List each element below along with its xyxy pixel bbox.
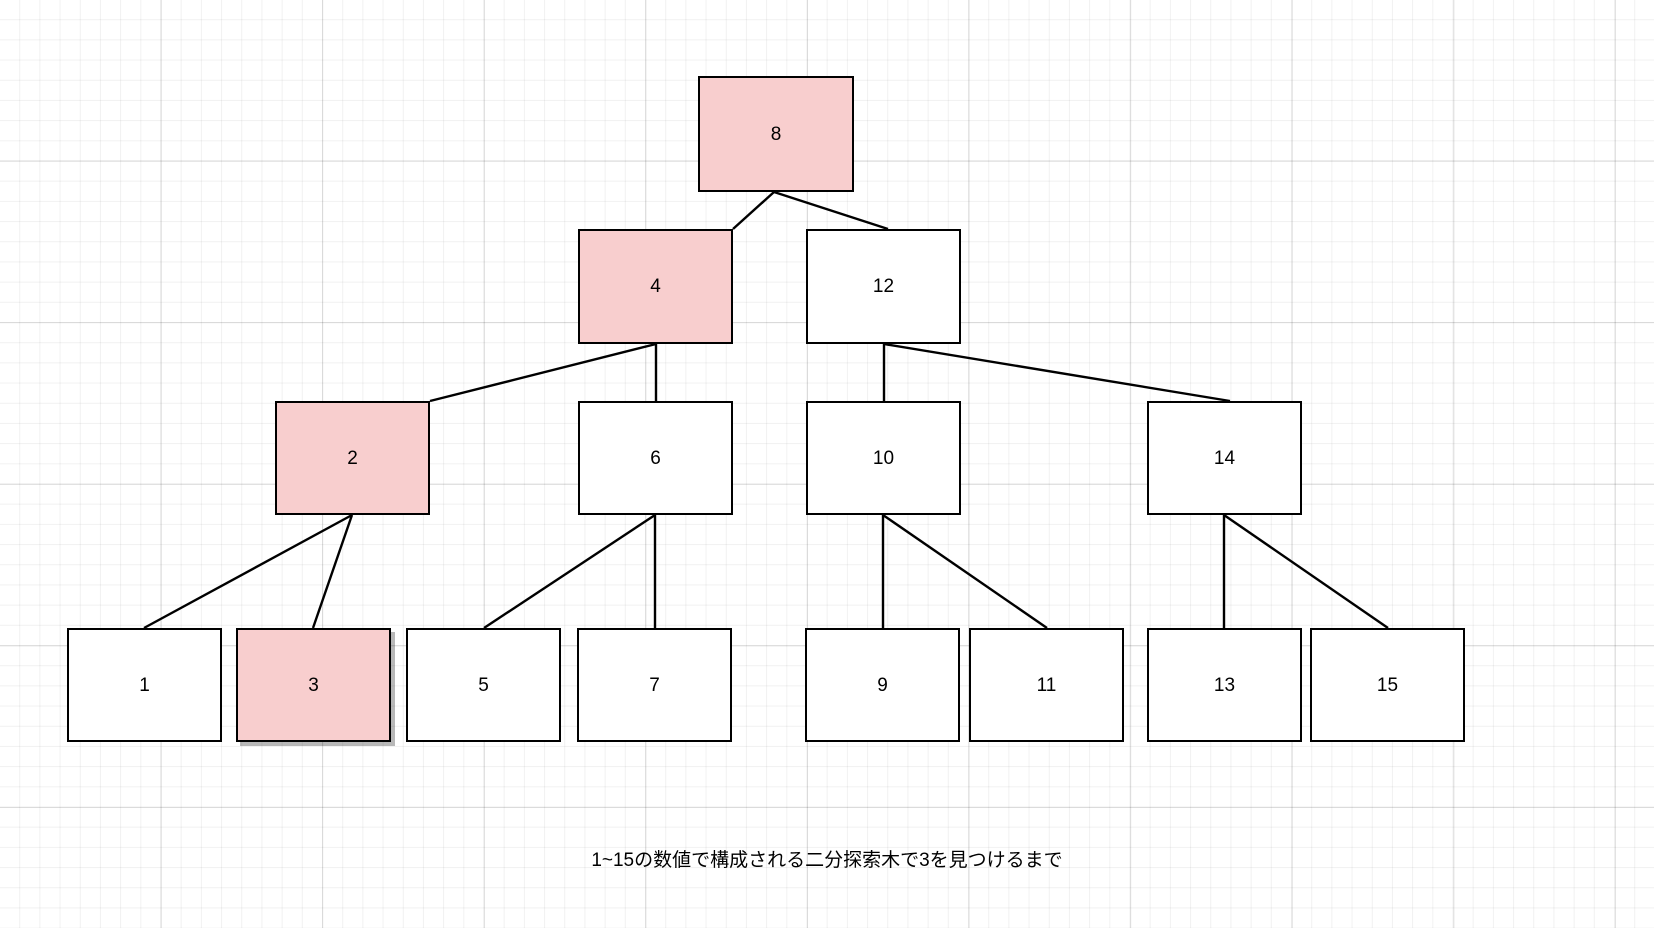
- tree-node-1[interactable]: 1: [67, 628, 222, 742]
- tree-node-10[interactable]: 10: [806, 401, 961, 515]
- tree-edge-n8-n4: [732, 191, 775, 230]
- tree-node-label: 15: [1376, 674, 1399, 696]
- tree-node-2[interactable]: 2: [275, 401, 430, 515]
- tree-node-15[interactable]: 15: [1310, 628, 1465, 742]
- tree-edge-n14-n15: [1223, 514, 1389, 629]
- tree-node-label: 2: [347, 447, 358, 469]
- tree-edge-n2-n3: [311, 514, 354, 629]
- tree-node-9[interactable]: 9: [805, 628, 960, 742]
- tree-node-label: 10: [872, 447, 895, 469]
- tree-edge-n10-n11: [882, 514, 1048, 629]
- tree-node-3[interactable]: 3: [236, 628, 391, 742]
- tree-node-label: 5: [478, 674, 489, 696]
- tree-node-label: 8: [770, 123, 782, 145]
- tree-node-14[interactable]: 14: [1147, 401, 1302, 515]
- tree-edge-n6-n5: [483, 513, 656, 630]
- tree-node-label: 11: [1036, 674, 1057, 696]
- tree-node-6[interactable]: 6: [578, 401, 733, 515]
- tree-node-label: 9: [877, 674, 888, 696]
- tree-node-label: 12: [872, 276, 895, 297]
- tree-node-label: 7: [649, 674, 660, 696]
- diagram-caption: 1~15の数値で構成される二分探索木で3を見つけるまで: [591, 850, 1063, 871]
- tree-node-label: 4: [650, 276, 661, 297]
- tree-edge-n8-n12: [773, 190, 889, 231]
- tree-node-13[interactable]: 13: [1147, 628, 1302, 742]
- tree-node-4[interactable]: 4: [578, 229, 733, 344]
- tree-node-12[interactable]: 12: [806, 229, 961, 344]
- tree-edge-n12-n14: [883, 342, 1231, 403]
- tree-node-label: 6: [650, 447, 661, 469]
- tree-node-7[interactable]: 7: [577, 628, 732, 742]
- tree-node-8[interactable]: 8: [698, 76, 854, 192]
- tree-node-5[interactable]: 5: [406, 628, 561, 742]
- tree-node-label: 3: [308, 674, 319, 696]
- tree-node-11[interactable]: 11: [969, 628, 1124, 742]
- tree-node-label: 13: [1213, 674, 1236, 696]
- tree-node-label: 1: [139, 674, 150, 696]
- tree-node-label: 14: [1213, 447, 1236, 469]
- tree-edge-n2-n1: [143, 513, 353, 630]
- tree-edge-n4-n2: [429, 342, 657, 403]
